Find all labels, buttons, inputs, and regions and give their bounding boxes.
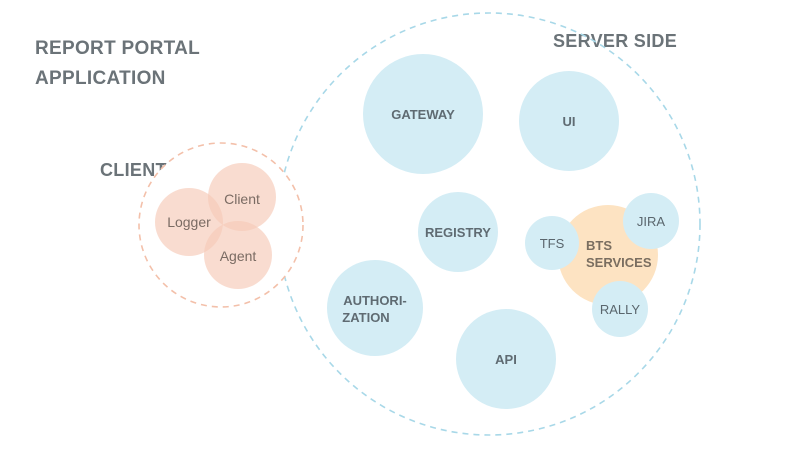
- logger-node: [155, 188, 223, 256]
- diagram-title: REPORT PORTAL APPLICATION: [35, 34, 200, 94]
- client-label: Client: [224, 191, 260, 207]
- authorization-label-line-1: AUTHORI-: [343, 293, 407, 308]
- title-line-2: APPLICATION: [35, 68, 166, 89]
- registry-node: [418, 192, 498, 272]
- api-label: API: [495, 352, 517, 367]
- agent-label: Agent: [220, 248, 257, 264]
- title-line-1: REPORT PORTAL: [35, 38, 201, 59]
- agent-node: [204, 221, 272, 289]
- authorization-label-line-2: ZATION: [342, 310, 389, 325]
- tfs-node: [525, 216, 579, 270]
- jira-label: JIRA: [637, 214, 666, 229]
- ui-node: [519, 71, 619, 171]
- bts-services-label-line-2: SERVICES: [586, 255, 652, 270]
- rally-node: [592, 281, 648, 337]
- gateway-label: GATEWAY: [391, 107, 455, 122]
- api-node: [456, 309, 556, 409]
- registry-label: REGISTRY: [425, 225, 491, 240]
- client-node: [208, 163, 276, 231]
- tfs-label: TFS: [540, 236, 565, 251]
- bts-services-label-line-1: BTS: [586, 238, 612, 253]
- authorization-node: [327, 260, 423, 356]
- ui-label: UI: [563, 114, 576, 129]
- logger-label: Logger: [167, 214, 211, 230]
- jira-node: [623, 193, 679, 249]
- gateway-node: [363, 54, 483, 174]
- rally-label: RALLY: [600, 302, 641, 317]
